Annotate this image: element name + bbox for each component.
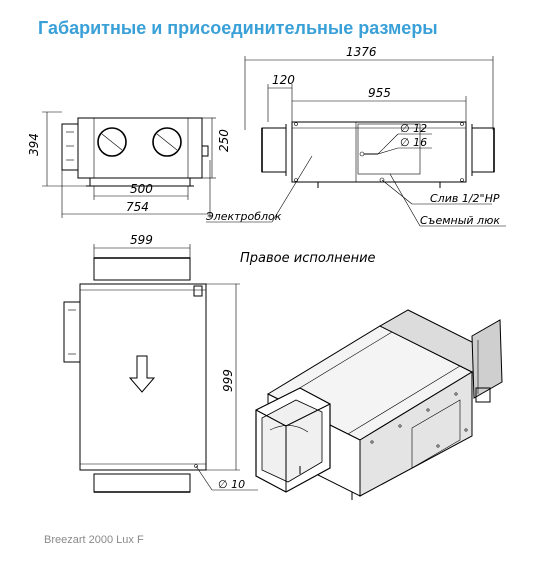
dim-height-total: 394 <box>27 133 41 156</box>
top-view: 599 999 ∅ 10 <box>63 233 258 493</box>
dim-body-length: 955 <box>368 86 391 100</box>
label-electric-block: Электроблок <box>205 210 282 223</box>
label-right-version: Правое исполнение <box>240 251 376 266</box>
side-view: 1376 120 955 <box>205 45 506 227</box>
dim-front-height: 999 <box>221 369 235 392</box>
label-drain: Слив 1/2"НР <box>430 192 500 205</box>
isometric-view <box>255 309 503 500</box>
dim-dia-12: ∅ 12 <box>400 122 427 135</box>
dim-width-inner: 500 <box>130 182 153 196</box>
page-title: Габаритные и присоединительные размеры <box>38 18 438 38</box>
end-view: 394 250 500 754 <box>27 111 231 218</box>
dim-dia-16: ∅ 16 <box>400 136 427 149</box>
dim-flange-offset: 120 <box>272 73 295 87</box>
label-hatch: Съемный люк <box>420 214 500 227</box>
footer-model: Breezart 2000 Lux F <box>44 534 144 546</box>
dim-overall-length: 1376 <box>346 45 377 59</box>
dim-height-inner: 250 <box>217 129 231 152</box>
dim-width-total: 754 <box>126 200 149 214</box>
dim-front-width: 599 <box>130 233 153 247</box>
dim-dia-10: ∅ 10 <box>218 478 245 491</box>
